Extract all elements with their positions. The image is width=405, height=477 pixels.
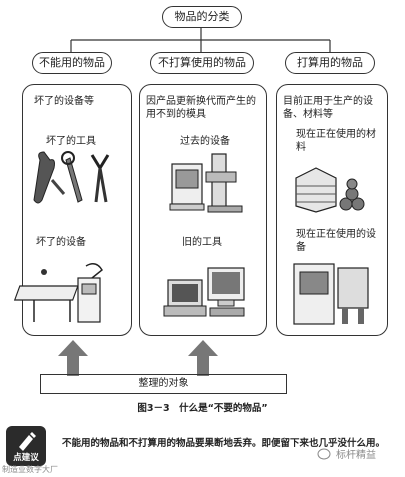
materials-icon <box>295 167 365 213</box>
target-label: 整理的对象 <box>138 378 189 389</box>
item-obsolete-molds: 因产品更新换代而产生的用不到的模具 <box>146 96 256 120</box>
item-broken-tools: 坏了的工具 <box>46 136 96 147</box>
column-title-not-planned: 不打算使用的物品 <box>158 56 246 69</box>
column-title-box-planned: 打算用的物品 <box>285 52 375 74</box>
target-box: 整理的对象 <box>40 374 287 394</box>
watermark-left: 制造业数字大厂 <box>2 465 58 474</box>
broken-equipment-icon <box>13 263 103 323</box>
figure-caption: 图3－3 什么是“不要的物品” <box>137 403 268 414</box>
broken-tools-icon <box>33 151 110 204</box>
wechat-icon <box>317 448 331 460</box>
item-old-tools: 旧的工具 <box>182 237 222 248</box>
arrow-up-icon <box>58 340 88 376</box>
current-equipment-icon <box>293 263 369 325</box>
tree-connectors <box>70 28 331 52</box>
item-current-equipment: 现在正在使用的设备 <box>296 229 376 253</box>
column-title-planned: 打算用的物品 <box>297 56 363 69</box>
root-title-box: 物品的分类 <box>162 6 242 28</box>
item-broken-equipment: 坏了的设备 <box>36 237 86 248</box>
tip-text: 不能用的物品和不打算用的物品要果断地丢弃。即便留下来也几乎没什么用。 <box>62 438 386 449</box>
item-broken-equipment-etc: 坏了的设备等 <box>34 96 94 107</box>
root-title: 物品的分类 <box>174 10 230 23</box>
tip-badge-label: 点建议 <box>13 453 39 463</box>
item-current-materials: 现在正在使用的材料 <box>296 129 376 153</box>
arrow-up-icon <box>188 340 218 376</box>
column-title-box-not-planned: 不打算使用的物品 <box>150 52 254 74</box>
old-tools-icon <box>163 267 245 317</box>
watermark-right-text: 标杆精益 <box>336 450 376 461</box>
column-unusable <box>22 84 132 336</box>
item-past-equipment: 过去的设备 <box>180 136 230 147</box>
item-current-production: 目前正用于生产的设备、材料等 <box>283 96 373 120</box>
column-title-box-unusable: 不能用的物品 <box>32 52 112 74</box>
pencil-icon <box>19 432 36 451</box>
past-equipment-icon <box>169 153 243 213</box>
column-title-unusable: 不能用的物品 <box>39 56 105 69</box>
tip-badge: 点建议 <box>6 426 46 466</box>
